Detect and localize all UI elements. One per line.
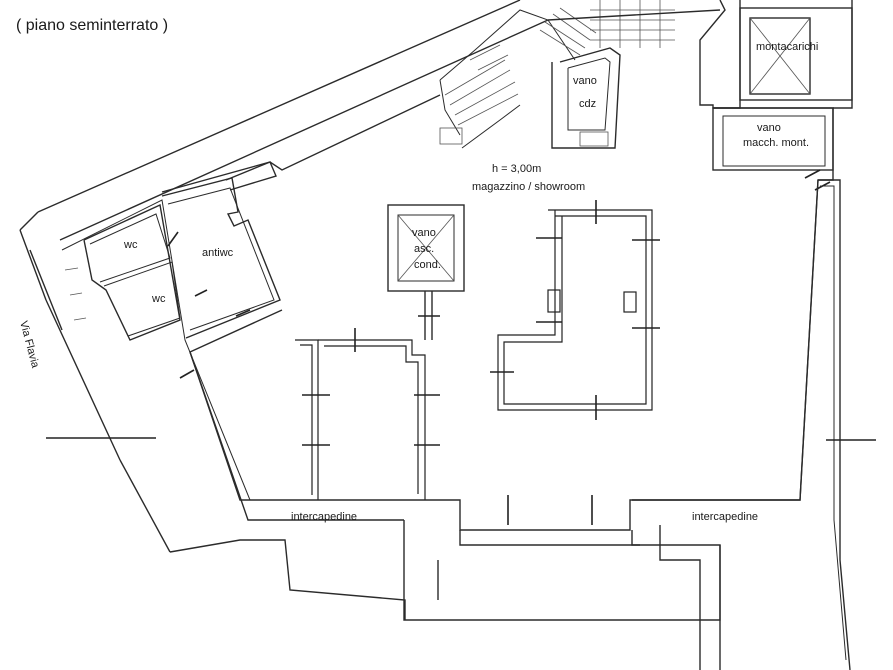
room-wc-2: wc <box>151 293 166 305</box>
staircase <box>439 0 675 149</box>
room-vano-cdz-2: cdz <box>579 98 596 110</box>
room-wc-1: wc <box>123 239 138 251</box>
room-vano-macch-1: vano <box>757 122 781 134</box>
room-vano-asc-1: vano <box>412 227 436 239</box>
room-vano-cdz-1: vano <box>573 75 597 87</box>
hvac-room: vano cdz <box>551 47 621 149</box>
room-vano-asc-3: cond. <box>414 259 441 271</box>
lift-shaft: montacarichi <box>739 7 853 101</box>
room-intercapedine-1: intercapedine <box>291 511 357 523</box>
machine-room: vano macch. mont. <box>712 107 834 191</box>
intercapedine: intercapedine intercapedine <box>46 179 876 670</box>
room-vano-macch-2: macch. mont. <box>743 137 809 149</box>
room-intercapedine-2: intercapedine <box>692 511 758 523</box>
room-height: h = 3,00m <box>492 163 541 175</box>
room-antiwc: antiwc <box>202 247 234 259</box>
partition-left <box>295 328 440 500</box>
building-outline <box>61 0 853 531</box>
room-montacarichi: montacarichi <box>756 41 818 53</box>
wc-block: wc antiwc wc <box>83 177 281 379</box>
room-vano-asc-2: asc. <box>414 243 434 255</box>
elevator-shaft: vano asc. cond. <box>387 204 465 340</box>
street-boundary <box>19 0 549 553</box>
plan-title: ( piano seminterrato ) <box>16 17 168 34</box>
partition-center <box>490 200 660 420</box>
street-label: Via Flavia <box>17 320 41 370</box>
room-magazzino: magazzino / showroom <box>472 181 585 193</box>
